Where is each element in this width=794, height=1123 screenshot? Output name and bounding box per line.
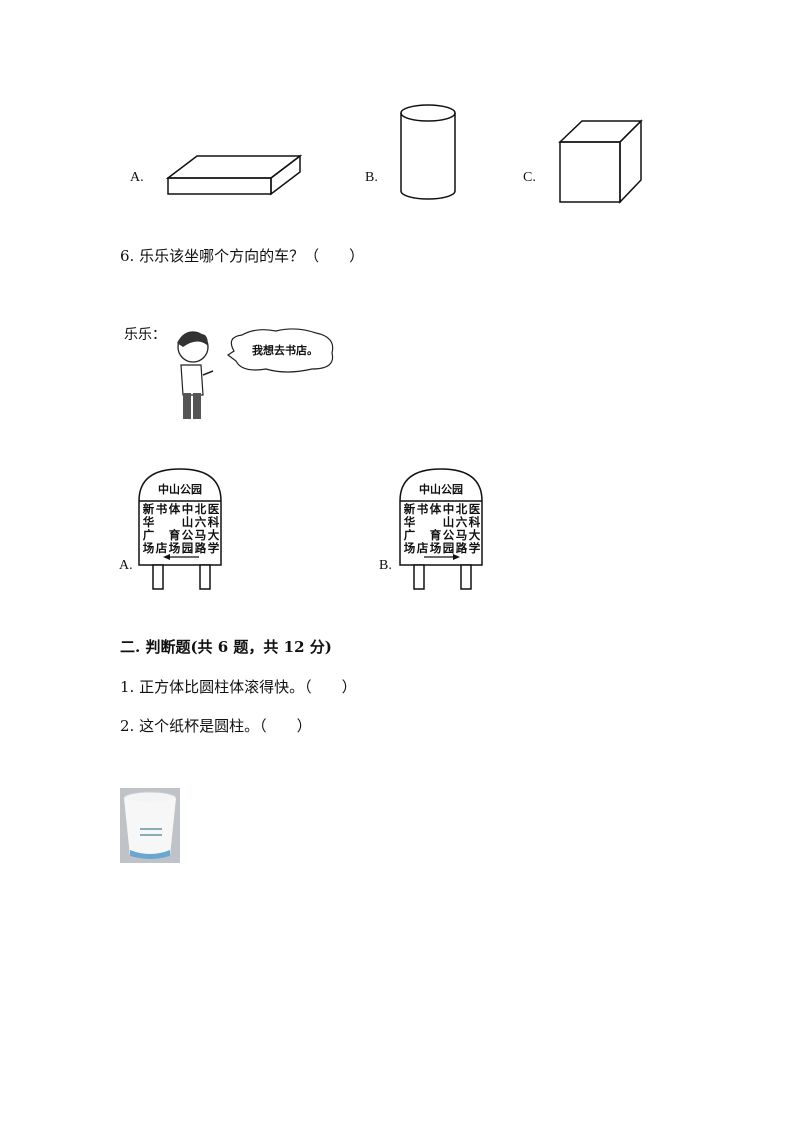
col-yike: 医科大学 [207,502,220,555]
col-xinhua: 新华广场 [403,502,416,555]
sign-title: 中山公园 [419,483,463,496]
col-zhongshan: 中山公园 [181,502,194,555]
sign-frame [399,468,483,590]
col-shudian: 书 店 [416,502,429,555]
col-yike: 医科大学 [468,502,481,555]
judge-question-1: 1. 正方体比圆柱体滚得快。（ ） [120,678,357,696]
col-zhongshan: 中山公园 [442,502,455,555]
arrow-left-icon [163,554,199,560]
col-tiyuchang: 体 育场 [429,502,442,555]
option-c-label: C. [523,170,536,185]
judge-question-2: 2. 这个纸杯是圆柱。（ ） [120,717,312,735]
arrow-right-icon [424,554,460,560]
boy-illustration [177,331,214,419]
sign-title: 中山公园 [158,483,202,496]
sign-b[interactable]: 中山公园 新华广场 书 店 体 育场 中山公园 北六马路 医科大学 [398,467,488,592]
speaker-label: 乐乐： [124,327,166,343]
cuboid-figure [165,154,303,196]
speech-bubble [226,328,334,373]
section-title: 二. 判断题(共 6 题，共 12 分) [120,638,332,656]
col-xinhua: 新华广场 [142,502,155,555]
col-tiyuchang: 体 育场 [168,502,181,555]
sign-frame [138,468,222,590]
cube-figure [558,119,643,204]
option-a-label: A. [130,170,144,185]
option-b-label: B. [365,170,378,185]
cylinder-figure [400,104,456,200]
col-beiliu: 北六马路 [194,502,207,555]
sign-b-label: B. [379,558,392,573]
question-6: 6. 乐乐该坐哪个方向的车？（ ） [120,247,365,265]
sign-a-label: A. [119,558,133,573]
speech-text: 我想去书店。 [252,344,318,357]
col-shudian: 书 店 [155,502,168,555]
col-beiliu: 北六马路 [455,502,468,555]
paper-cup-photo [120,788,180,863]
sign-a[interactable]: 中山公园 新华广场 书 店 体 育场 中山公园 北六马路 医科大学 [137,467,227,592]
